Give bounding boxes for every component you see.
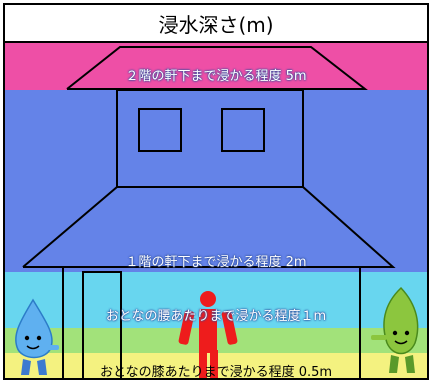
diagram-title: 浸水深さ(m) [5,5,427,43]
window-right-icon [221,108,265,152]
level-label-0-5m: おとなの膝あたりまで浸かる程度 0.5m [99,365,333,380]
level-label-5m: ２階の軒下まで浸かる程度 5m [125,69,307,84]
depth-band-2m [5,90,427,272]
house-illustration [15,46,419,378]
door-icon [82,271,122,378]
upper-floor-outline [116,89,304,188]
window-left-icon [138,108,182,152]
flood-depth-diagram: 浸水深さ(m) [3,3,429,380]
level-label-2m: １階の軒下まで浸かる程度 2m [125,255,307,270]
water-drop-mascot-icon [15,298,59,375]
level-label-1m: おとなの腰あたりまで浸かる程度１m [105,309,327,324]
lower-roof-outline [22,186,396,268]
person-figure-icon [178,291,238,378]
leaf-mascot-icon [371,286,419,373]
